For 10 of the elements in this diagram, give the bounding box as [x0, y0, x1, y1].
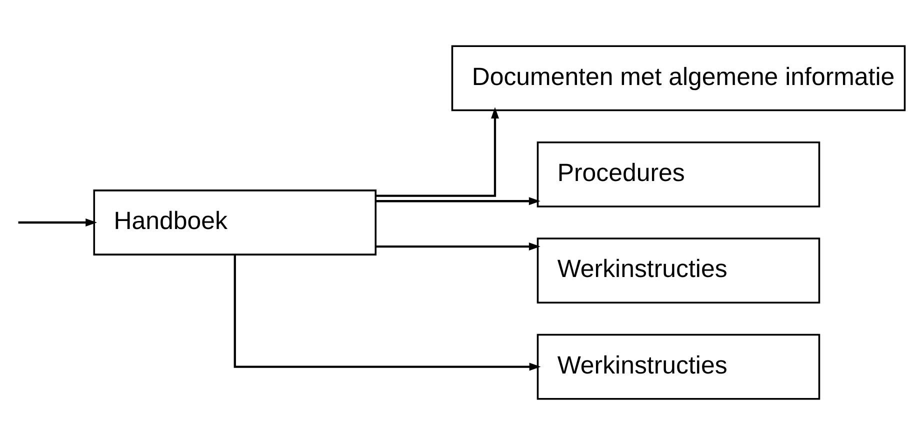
- node-box: Procedures: [536, 141, 820, 208]
- arrow: [18, 218, 98, 226]
- arrow: [234, 255, 541, 371]
- node-box: Documenten met algemene informatie: [451, 45, 906, 112]
- arrow: [376, 242, 540, 251]
- node-box: Werkinstructies: [536, 334, 820, 400]
- arrow: [376, 107, 499, 197]
- node-box: Werkinstructies: [536, 238, 820, 304]
- node-box: Handboek: [93, 190, 377, 256]
- arrow: [376, 197, 540, 206]
